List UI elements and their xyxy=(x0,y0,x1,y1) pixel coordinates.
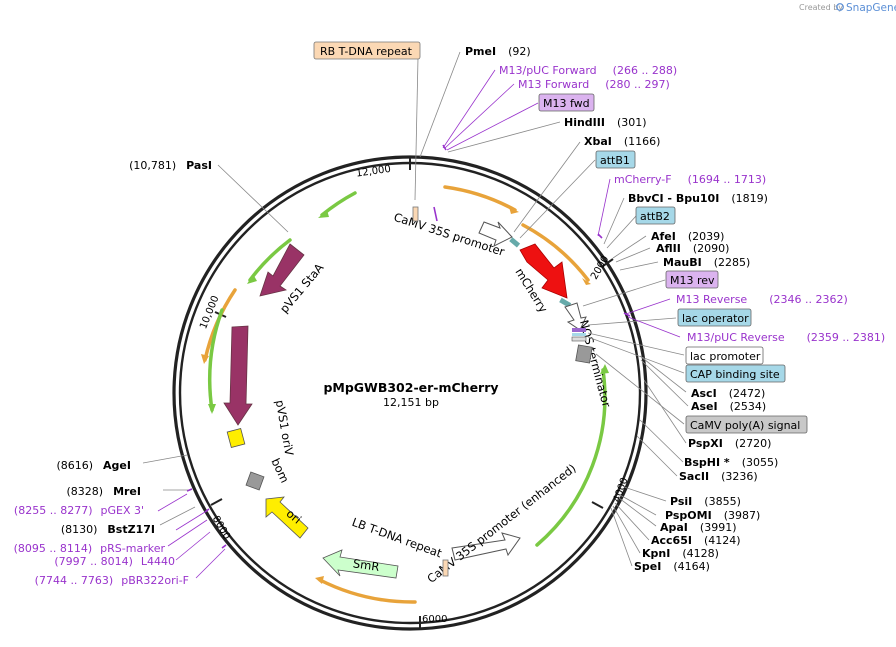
site-spei: SpeI(4164) xyxy=(634,560,710,573)
site-xbai: XbaI(1166) xyxy=(584,135,660,148)
tick-marks xyxy=(210,157,614,629)
svg-text:M13 rev: M13 rev xyxy=(670,274,715,287)
leader-lines-left xyxy=(142,164,289,579)
svg-text:RB T-DNA repeat: RB T-DNA repeat xyxy=(320,45,413,58)
svg-text:CaMV poly(A) signal: CaMV poly(A) signal xyxy=(690,419,800,432)
site-aflii: AflII(2090) xyxy=(656,242,729,255)
primer-l4440: (7997 .. 8014)L4440 xyxy=(54,555,175,568)
created-by-text: Created by xyxy=(799,3,843,12)
site-bbvci: BbvCI - Bpu10I(1819) xyxy=(628,192,768,205)
nos-terminator-arrow xyxy=(564,302,587,331)
top-primer-marks xyxy=(433,144,447,222)
orange-arrowheads xyxy=(201,207,591,584)
lac-markers xyxy=(571,328,587,342)
primer-m13-reverse: M13 Reverse(2346 .. 2362) xyxy=(676,293,848,306)
label-attb1: attB1 xyxy=(595,150,636,169)
sites-right: PmeI(92) HindIII(301) XbaI(1166) BbvCI -… xyxy=(465,45,778,573)
site-mrei: (8328)MreI xyxy=(66,485,141,498)
site-psii: PsiI(3855) xyxy=(670,495,741,508)
smr-label: SmR xyxy=(352,556,380,574)
ori-arrow xyxy=(265,496,309,539)
svg-text:lac promoter: lac promoter xyxy=(690,350,761,363)
label-cap-binding: CAP binding site xyxy=(685,364,786,383)
label-rb-tdna: RB T-DNA repeat xyxy=(313,41,421,60)
camv35s-enhanced-arrow xyxy=(451,532,521,561)
primer-labels: M13/pUC Forward(266 .. 288) M13 Forward(… xyxy=(14,64,886,587)
site-agei: (8616)AgeI xyxy=(56,459,131,472)
primer-prs-marker: (8095 .. 8114)pRS-marker xyxy=(14,542,166,555)
feature-label-boxes: RB T-DNA repeat M13 fwd attB1 attB2 M13 … xyxy=(313,41,808,434)
pvs1-staa-arrow xyxy=(259,243,305,297)
primer-pbr322ori: (7744 .. 7763)pBR322ori-F xyxy=(35,574,189,587)
site-pspxi: PspXI(2720) xyxy=(688,437,771,450)
lb-tdna-label: LB T-DNA repeat xyxy=(350,515,444,561)
label-m13-rev: M13 rev xyxy=(665,270,719,289)
primer-m13puc-reverse: M13/pUC Reverse(2359 .. 2381) xyxy=(687,331,885,344)
tick-label-8000: 8000 xyxy=(210,514,232,542)
svg-text:attB2: attB2 xyxy=(640,210,670,223)
primer-marks-left xyxy=(186,488,227,549)
sites-left: (10,781)PasI (8616)AgeI (8328)MreI (8130… xyxy=(56,159,212,536)
tick-label-12000: 12,000 xyxy=(355,164,391,180)
svg-text:CAP binding site: CAP binding site xyxy=(690,368,780,381)
attb2-marker xyxy=(559,297,572,308)
site-apai: ApaI(3991) xyxy=(660,521,736,534)
site-sacii: SacII(3236) xyxy=(679,470,758,483)
pvs1-oriv-label: pVS1 oriV xyxy=(273,399,297,457)
label-m13-fwd: M13 fwd xyxy=(538,93,595,112)
site-acc65i: Acc65I(4124) xyxy=(651,534,741,547)
tick-label-6000: 6000 xyxy=(422,614,447,625)
pvs1-repa-arrow xyxy=(223,325,253,426)
primer-m13-forward: M13 Forward(280 .. 297) xyxy=(518,78,670,91)
label-lac-promoter: lac promoter xyxy=(685,346,764,365)
lb-tdna-marker xyxy=(442,559,449,577)
site-hindiii: HindIII(301) xyxy=(564,116,647,129)
rb-tdna-marker xyxy=(412,206,419,222)
pvs1-repa-label: pVS1 RepA xyxy=(253,317,271,389)
site-asei: AseI(2534) xyxy=(691,400,766,413)
site-pspomi: PspOMI(3987) xyxy=(665,509,760,522)
plasmid-size: 12,151 bp xyxy=(383,396,439,409)
site-kpni: KpnI(4128) xyxy=(642,547,719,560)
leader-lines-right xyxy=(414,51,689,567)
site-pmei: PmeI(92) xyxy=(465,45,531,58)
label-lac-operator: lac operator xyxy=(677,308,752,327)
primer-m13puc-forward: M13/pUC Forward(266 .. 288) xyxy=(499,64,677,77)
svg-text:lac operator: lac operator xyxy=(682,312,749,325)
bom-label: bom xyxy=(268,456,291,485)
label-camv-polya: CaMV poly(A) signal xyxy=(685,415,808,434)
snapgene-brand: SnapGene xyxy=(846,2,896,14)
primer-pgex3: (8255 .. 8277)pGEX 3' xyxy=(14,504,144,517)
site-maubi: MauBI(2285) xyxy=(663,256,750,269)
bom-box xyxy=(245,471,265,491)
site-bsphi: BspHI *(3055) xyxy=(684,456,778,469)
pvs1-oriv-box xyxy=(226,427,246,449)
camv35s-promoter-arrow xyxy=(478,221,513,247)
site-bstz17i: (8130)BstZ17I xyxy=(61,523,155,536)
plasmid-name: pMpGWB302-er-mCherry xyxy=(323,380,498,395)
snapgene-logo-icon xyxy=(836,3,844,11)
site-pasi: (10,781)PasI xyxy=(129,159,212,172)
green-arrowheads xyxy=(208,210,609,414)
site-asci: AscI(2472) xyxy=(691,387,765,400)
label-attb2: attB2 xyxy=(635,206,676,225)
mcherry-arrow xyxy=(519,243,568,299)
primer-mcherry-f: mCherry-F(1694 .. 1713) xyxy=(614,173,766,186)
svg-text:M13 fwd: M13 fwd xyxy=(543,97,590,110)
attb1-marker xyxy=(509,237,521,248)
smr-arrow xyxy=(322,549,399,579)
svg-text:attB1: attB1 xyxy=(600,154,630,167)
site-afei: AfeI(2039) xyxy=(651,230,724,243)
camv-polya-box xyxy=(575,344,593,364)
